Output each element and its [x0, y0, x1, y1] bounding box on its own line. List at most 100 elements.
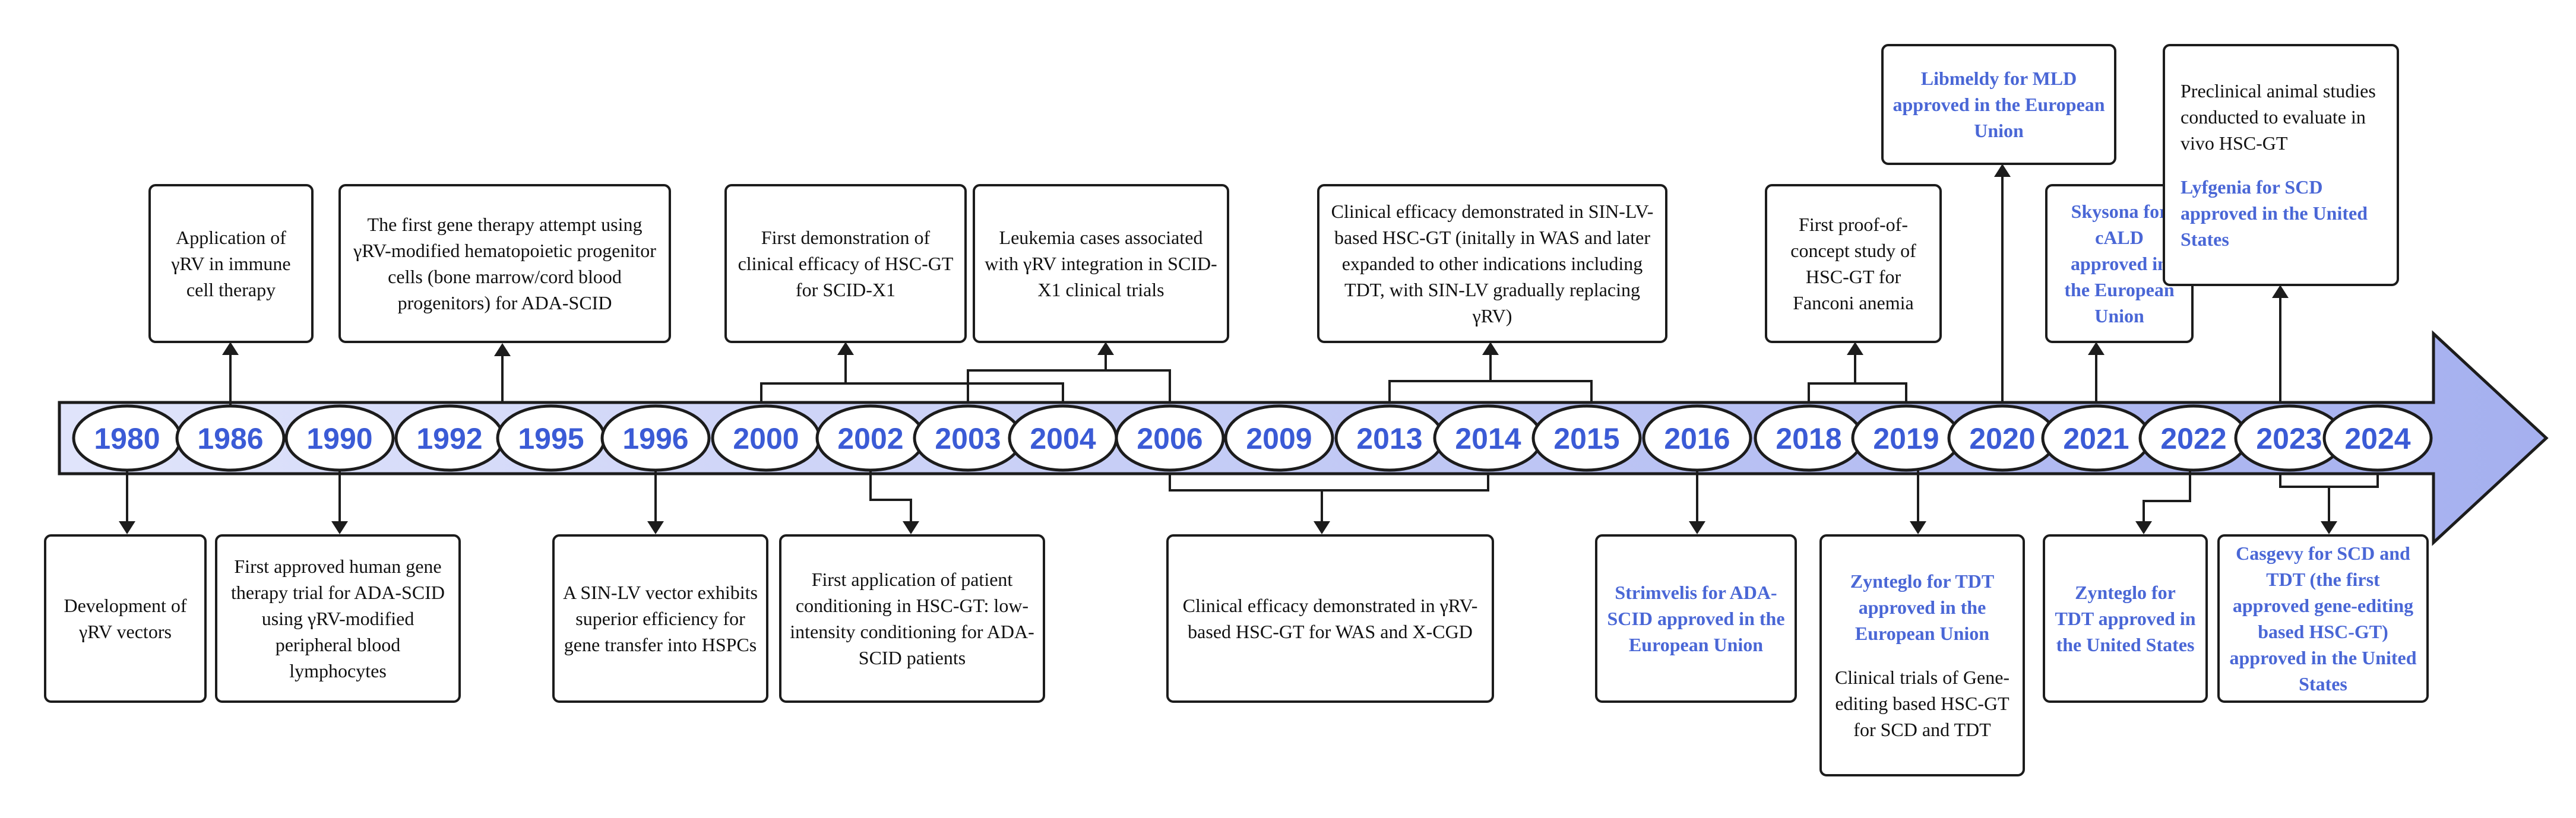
- year-node-2000: 2000: [711, 404, 821, 472]
- event-2018-box: First proof-of-concept study of HSC-GT f…: [1765, 184, 1942, 343]
- year-label: 2023: [2256, 422, 2322, 455]
- year-node-2009: 2009: [1224, 404, 1334, 472]
- year-node-ellipse: [175, 404, 286, 472]
- year-node-2015: 2015: [1531, 404, 1642, 472]
- year-label: 1990: [306, 422, 372, 455]
- connector-line: [760, 382, 1064, 402]
- year-label: 1995: [518, 422, 584, 455]
- connector-arrowhead: [2272, 285, 2289, 298]
- connector-line: [869, 470, 912, 525]
- event-2020-box: Libmeldy for MLD approved in the Europea…: [1881, 44, 2116, 165]
- connector-arrowhead: [222, 342, 239, 355]
- year-node-ellipse: [1642, 404, 1752, 472]
- event-2003-box: Leukemia cases associated with γRV integ…: [973, 184, 1229, 343]
- event-1996-text: A SIN-LV vector exhibits superior effici…: [563, 582, 758, 655]
- event-2000-box: First demonstration of clinical efficacy…: [724, 184, 967, 343]
- connector-arrowhead: [2321, 521, 2337, 534]
- event-2002-box: First application of patient conditionin…: [779, 534, 1045, 703]
- event-2023-top-box: Preclinical animal studies conducted to …: [2163, 44, 2399, 286]
- year-label: 2024: [2344, 422, 2410, 455]
- year-node-2006: 2006: [1115, 404, 1225, 472]
- year-label: 2015: [1553, 422, 1619, 455]
- year-label: 2019: [1873, 422, 1939, 455]
- connector-arrowhead: [119, 521, 135, 534]
- year-node-1980: 1980: [72, 404, 182, 472]
- year-label: 2009: [1246, 422, 1312, 455]
- connector-arrowhead: [1689, 521, 1705, 534]
- connector-arrowhead: [494, 343, 511, 356]
- year-node-ellipse: [1115, 404, 1225, 472]
- connector-arrowhead: [837, 342, 854, 355]
- year-node-2003: 2003: [913, 404, 1023, 472]
- year-label: 2004: [1030, 422, 1096, 455]
- connector-line: [967, 369, 1171, 402]
- connector-arrowhead: [331, 521, 348, 534]
- year-node-2014: 2014: [1433, 404, 1543, 472]
- connector-arrowhead: [1482, 342, 1499, 355]
- event-1980-box: Development of γRV vectors: [44, 534, 207, 703]
- connector-arrowhead: [1847, 342, 1863, 355]
- year-label: 1996: [622, 422, 688, 455]
- event-2021-text: Skysona for cALD approved in the Europea…: [2064, 201, 2175, 326]
- event-1986-box: Application of γRV in immune cell therap…: [148, 184, 314, 343]
- connector-arrowhead: [1994, 164, 2011, 177]
- event-2013-box: Clinical efficacy demonstrated in SIN-LV…: [1317, 184, 1667, 343]
- year-node-2018: 2018: [1754, 404, 1864, 472]
- event-1996-box: A SIN-LV vector exhibits superior effici…: [552, 534, 768, 703]
- event-2016-box: Strimvelis for ADA-SCID approved in the …: [1595, 534, 1797, 703]
- year-label: 2021: [2063, 422, 2129, 455]
- connector-arrowhead: [1097, 342, 1114, 355]
- event-1992-box: The first gene therapy attempt using γRV…: [338, 184, 671, 343]
- event-2013-text: Clinical efficacy demonstrated in SIN-LV…: [1331, 201, 1654, 326]
- year-label: 2013: [1356, 422, 1422, 455]
- event-2024-box: Casgevy for SCD and TDT (the first appro…: [2217, 534, 2429, 703]
- year-node-ellipse: [2322, 404, 2433, 472]
- year-label: 2006: [1137, 422, 1202, 455]
- year-label: 1986: [197, 422, 263, 455]
- event-2022-text: Zynteglo for TDT approved in the United …: [2055, 582, 2196, 655]
- year-node-2023: 2023: [2234, 404, 2344, 472]
- year-node-2024: 2024: [2322, 404, 2433, 472]
- year-label: 2022: [2160, 422, 2226, 455]
- year-node-1996: 1996: [600, 404, 711, 472]
- year-label: 1980: [94, 422, 160, 455]
- event-2019-zynteglo-text: Zynteglo for TDT approved in the Europea…: [1850, 570, 1995, 644]
- event-2019-gene-editing-text: Clinical trials of Gene-editing based HS…: [1834, 667, 2010, 740]
- connector-line: [1388, 380, 1593, 402]
- connector-arrowhead: [1314, 521, 1330, 534]
- year-node-2016: 2016: [1642, 404, 1752, 472]
- year-label: 2018: [1776, 422, 1841, 455]
- event-2006-text: Clinical efficacy demonstrated in γRV-ba…: [1182, 595, 1478, 642]
- event-2006-box: Clinical efficacy demonstrated in γRV-ba…: [1166, 534, 1494, 703]
- year-node-ellipse: [284, 404, 395, 472]
- event-1980-text: Development of γRV vectors: [64, 595, 187, 642]
- connector-line: [2279, 474, 2379, 488]
- year-node-ellipse: [1531, 404, 1642, 472]
- connector-arrowhead: [1910, 521, 1926, 534]
- connector-line: [2143, 470, 2191, 525]
- year-label: 2020: [1969, 422, 2035, 455]
- year-node-2013: 2013: [1334, 404, 1445, 472]
- event-2000-text: First demonstration of clinical efficacy…: [738, 227, 954, 300]
- event-1990-box: First approved human gene therapy trial …: [215, 534, 461, 703]
- event-1990-text: First approved human gene therapy trial …: [231, 556, 445, 681]
- year-node-2002: 2002: [815, 404, 926, 472]
- year-node-1995: 1995: [496, 404, 606, 472]
- connector-arrowhead: [647, 521, 664, 534]
- year-label: 1992: [416, 422, 482, 455]
- year-node-2020: 2020: [1947, 404, 2058, 472]
- event-2023-lyfgenia-text: Lyfgenia for SCD approved in the United …: [2181, 176, 2368, 250]
- connector-line: [1808, 382, 1907, 402]
- year-node-ellipse: [600, 404, 711, 472]
- connector-arrowhead: [903, 521, 919, 534]
- year-node-2004: 2004: [1008, 404, 1118, 472]
- event-2016-text: Strimvelis for ADA-SCID approved in the …: [1607, 582, 1785, 655]
- year-label: 2016: [1664, 422, 1730, 455]
- event-2022-box: Zynteglo for TDT approved in the United …: [2043, 534, 2208, 703]
- event-2024-text: Casgevy for SCD and TDT (the first appro…: [2229, 543, 2417, 695]
- year-label: 2014: [1455, 422, 1521, 455]
- year-node-1990: 1990: [284, 404, 395, 472]
- year-node-2021: 2021: [2041, 404, 2151, 472]
- year-node-1992: 1992: [394, 404, 505, 472]
